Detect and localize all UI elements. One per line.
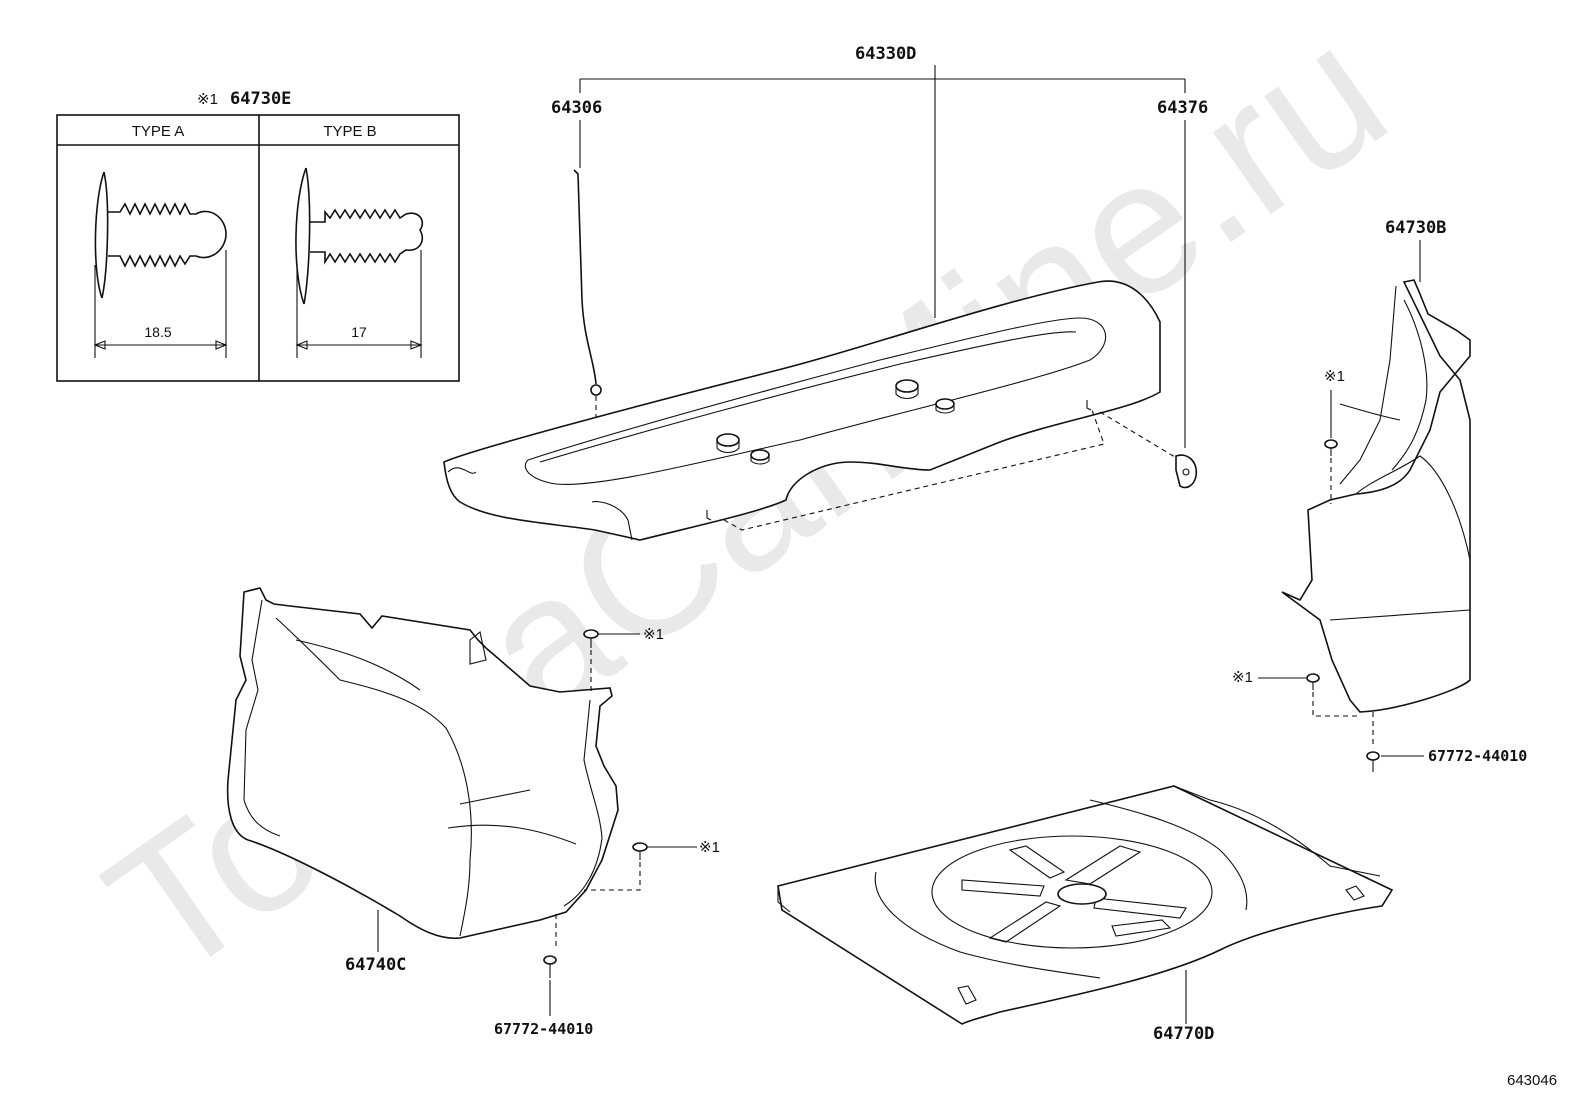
right-side-trim-assembly: 64730B ※1 ※1 67772-44010 [1232, 218, 1527, 772]
side-trim-64740C [226, 587, 619, 940]
callout-64330D: 64330D [855, 44, 916, 64]
clip-type-a-drawing: 18.5 [93, 171, 228, 358]
clip-icon [583, 629, 599, 639]
callout-67772-44010-right: 67772-44010 [1428, 747, 1527, 765]
screw-icon [1366, 751, 1380, 761]
deck-board-assembly: 64770D [777, 785, 1394, 1044]
tray-boss [935, 398, 955, 414]
callout-67772-44010-left: 67772-44010 [494, 1020, 593, 1038]
screw-icon [543, 955, 557, 965]
tray-boss [716, 433, 740, 454]
package-tray-assembly: 64330D 64306 64376 [443, 44, 1208, 541]
clip-table-ref-mark: ※1 [197, 91, 218, 108]
tray-boss [750, 449, 770, 465]
type-b-header: TYPE B [323, 123, 376, 140]
callout-64730B: 64730B [1385, 218, 1446, 238]
tray-boss [895, 379, 919, 400]
type-a-header: TYPE A [132, 123, 185, 140]
deck-board-64770D [777, 785, 1394, 1025]
tray-cable-64306 [573, 169, 597, 385]
clip-table: ※1 64730E TYPE A TYPE B 18.5 [56, 89, 460, 382]
clip-icon [1324, 439, 1338, 449]
callout-64376: 64376 [1157, 98, 1208, 118]
callout-64740C: 64740C [345, 955, 406, 975]
part-64376 [1175, 454, 1198, 489]
type-b-dimension: 17 [351, 324, 367, 340]
clip-icon [632, 842, 648, 852]
clip-table-frame [56, 114, 460, 382]
callout-64306: 64306 [551, 98, 602, 118]
side-trim-64730B [1281, 279, 1471, 713]
ref-mark: ※1 [643, 626, 664, 643]
clip-table-part-number: 64730E [230, 89, 291, 109]
type-a-dimension: 18.5 [144, 324, 171, 340]
ref-mark: ※1 [1232, 669, 1253, 686]
callout-64770D: 64770D [1153, 1024, 1214, 1044]
figure-id: 643046 [1507, 1072, 1557, 1089]
left-side-trim-assembly: ※1 ※1 67772-44010 64740C [226, 587, 720, 1038]
clip-icon [1306, 673, 1320, 683]
ref-mark: ※1 [699, 839, 720, 856]
ref-mark: ※1 [1324, 368, 1345, 385]
clip-type-b-drawing: 17 [295, 167, 424, 358]
